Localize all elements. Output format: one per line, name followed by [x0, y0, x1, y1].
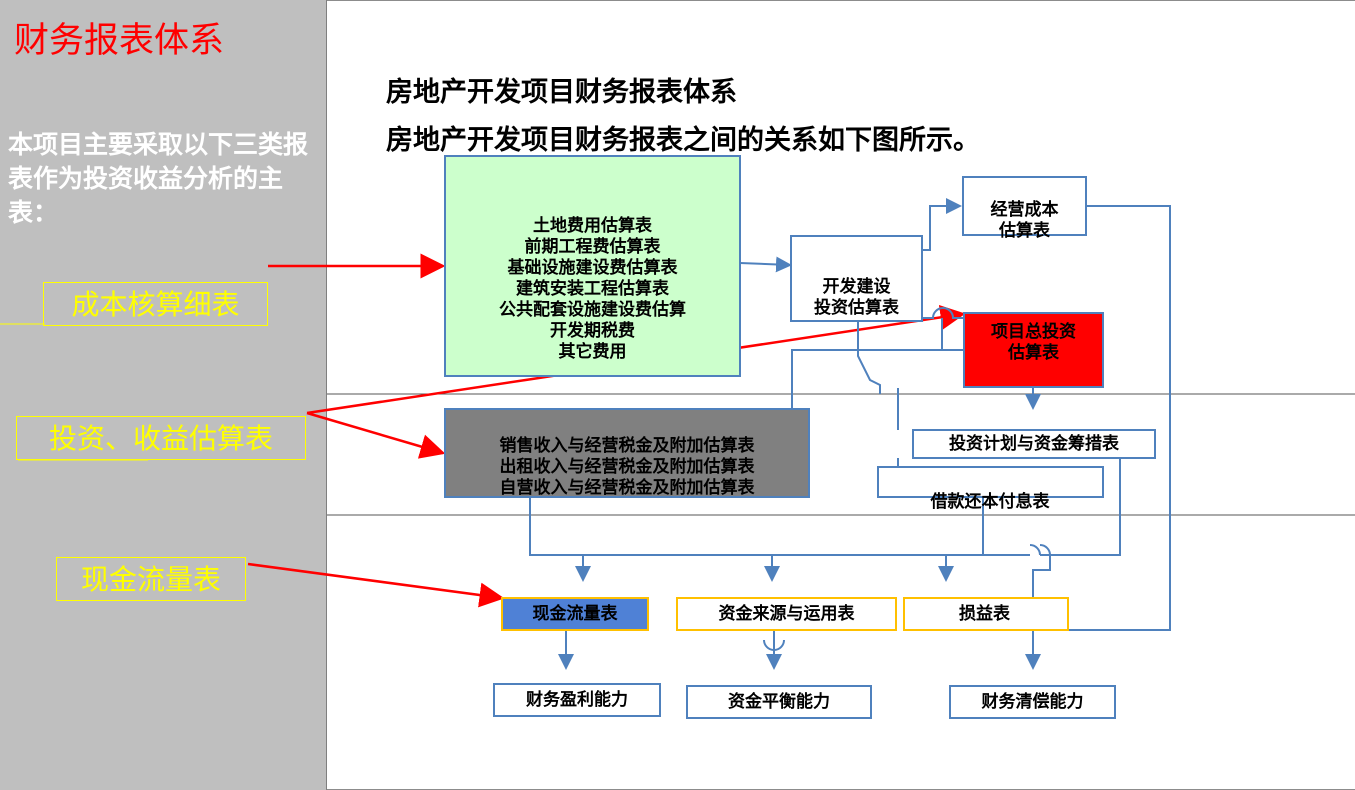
cost-item: 前期工程费估算表 — [524, 236, 661, 257]
cost-item: 开发期税费 — [550, 320, 635, 341]
diagram-canvas — [327, 0, 1355, 790]
profit-loss-box: 损益表 — [903, 597, 1069, 631]
funds-source-box: 资金来源与运用表 — [676, 597, 897, 631]
cash-flow-box: 现金流量表 — [501, 597, 649, 631]
operating-cost-box: 经营成本 估算表 — [962, 176, 1087, 241]
cost-item: 建筑安装工程估算表 — [516, 278, 669, 299]
loan-repayment-label: 借款还本付息表 — [930, 491, 1050, 512]
sidebar: 财务报表体系 本项目主要采取以下三类报表作为投资收益分析的主表： 成本核算细表 … — [0, 0, 327, 790]
investment-plan-box: 投资计划与资金筹措表 — [912, 429, 1156, 459]
profitability-box: 财务盈利能力 — [493, 683, 661, 717]
cost-item: 基础设施建设费估算表 — [507, 257, 678, 278]
dev-investment-box: 开发建设 投资估算表 — [790, 235, 923, 322]
diagram-title: 房地产开发项目财务报表体系 — [386, 77, 737, 108]
section-dividers — [0, 323, 1355, 516]
blue-connectors — [529, 198, 1171, 670]
cost-item: 土地费用估算表 — [533, 215, 652, 236]
revenue-estimate-box: 销售收入与经营税金及附加估算表 出租收入与经营税金及附加估算表 自营收入与经营税… — [444, 408, 810, 498]
label-cash-flow: 现金流量表 — [56, 557, 246, 601]
cost-item: 公共配套设施建设费估算 — [499, 299, 686, 320]
cost-estimate-box: 土地费用估算表 前期工程费估算表 基础设施建设费估算表 建筑安装工程估算表 公共… — [444, 155, 741, 377]
sidebar-title: 财务报表体系 — [14, 21, 225, 61]
loan-repayment-box — [877, 466, 1104, 498]
cost-item: 其它费用 — [558, 341, 627, 362]
total-investment-box: 项目总投资 估算表 — [963, 312, 1104, 388]
fund-balance-box: 资金平衡能力 — [686, 685, 872, 719]
label-cost-detail: 成本核算细表 — [43, 282, 268, 326]
diagram-subtitle: 房地产开发项目财务报表之间的关系如下图所示。 — [386, 125, 980, 156]
solvency-box: 财务清偿能力 — [949, 685, 1116, 719]
sidebar-intro: 本项目主要采取以下三类报表作为投资收益分析的主表： — [8, 130, 309, 227]
label-invest-income: 投资、收益估算表 — [16, 416, 306, 460]
